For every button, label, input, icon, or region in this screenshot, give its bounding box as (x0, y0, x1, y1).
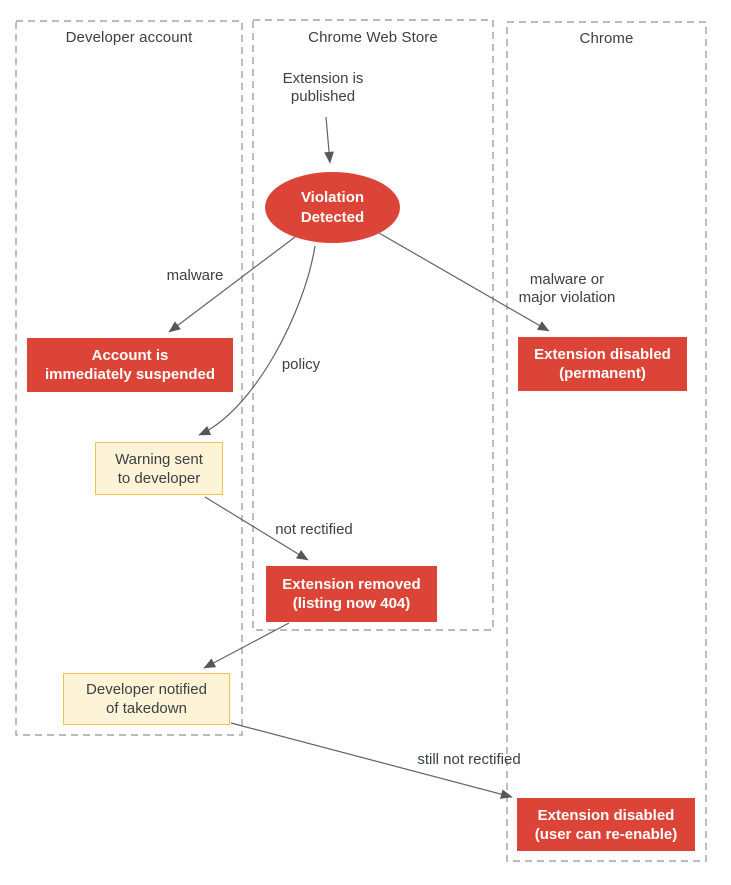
lane-title-chrome-web-store: Chrome Web Store (308, 29, 438, 46)
node-extension-disabled-permanent: Extension disabled (permanent) (518, 337, 687, 391)
edge-label-policy: policy (281, 356, 321, 373)
edge-label-still-not-rectified: still not rectified (417, 751, 521, 768)
node-violation-detected: Violation Detected (265, 172, 400, 243)
edge-warning-to-removed (204, 496, 309, 561)
edge-notified-to-disabled-reenable (230, 722, 513, 799)
node-extension-published: Extension is published (282, 70, 364, 105)
swimlane-developer-account (15, 20, 243, 736)
swimlane-chrome (506, 21, 707, 862)
edge-label-not-rectified: not rectified (275, 521, 353, 538)
edge-label-malware: malware (166, 267, 224, 284)
node-warning-sent: Warning sent to developer (95, 442, 223, 495)
edge-label-malware-or-major-violation: malware or major violation (518, 271, 616, 306)
edge-violation-to-warning (198, 245, 316, 436)
edge-published-to-violation (324, 116, 334, 164)
node-extension-removed: Extension removed (listing now 404) (266, 566, 437, 622)
edge-violation-to-account-suspended (168, 236, 296, 333)
node-extension-disabled-reenable: Extension disabled (user can re-enable) (517, 798, 695, 851)
node-developer-notified: Developer notified of takedown (63, 673, 230, 725)
swimlane-chrome-web-store (252, 19, 494, 631)
lane-title-chrome: Chrome (579, 30, 634, 47)
lane-title-developer-account: Developer account (65, 29, 193, 46)
edge-violation-to-disabled-permanent (378, 232, 550, 332)
node-account-suspended: Account is immediately suspended (27, 338, 233, 392)
edge-removed-to-notified (203, 622, 290, 669)
